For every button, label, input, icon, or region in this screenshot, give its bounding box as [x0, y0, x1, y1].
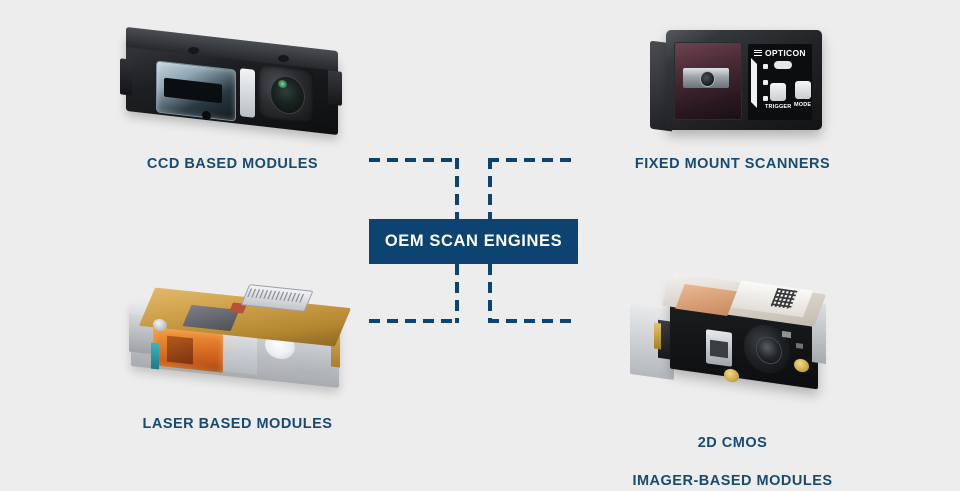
- cmos-imager-module-image: [628, 273, 838, 397]
- fixed-mount-scanner-image: OPTICON TRIGGER MODE: [650, 28, 830, 140]
- connector-bottom-right-horizontal: [488, 319, 578, 323]
- laser-module-image: [125, 284, 360, 395]
- fms-trigger-label: TRIGGER: [765, 104, 792, 110]
- connector-top-right-horizontal: [488, 158, 578, 162]
- ccd-sensor-dot: [202, 110, 211, 121]
- ccd-screw-right: [278, 55, 289, 62]
- opticon-brand-text: OPTICON: [765, 48, 806, 58]
- fms-trigger-button[interactable]: [770, 83, 786, 101]
- laser-teal-component: [151, 342, 159, 370]
- label-2d-cmos-line-2: IMAGER-BASED MODULES: [632, 473, 833, 489]
- ccd-mount-tab-right: [328, 70, 342, 106]
- oem-scan-engines-hub[interactable]: OEM SCAN ENGINES: [369, 219, 578, 264]
- connector-top-right-vertical: [488, 158, 492, 220]
- cmos-illumination-window: [710, 339, 728, 359]
- connector-bottom-left-horizontal: [369, 319, 459, 323]
- connector-bottom-left-vertical: [455, 264, 459, 323]
- label-laser-based-modules: LASER BASED MODULES: [142, 416, 333, 432]
- ccd-divider: [240, 68, 255, 118]
- laser-cavity-shadow: [167, 335, 193, 365]
- connector-bottom-right-vertical: [488, 264, 492, 323]
- opticon-logo-icon: [754, 49, 762, 57]
- fms-mode-label: MODE: [794, 102, 812, 108]
- connector-top-left-vertical: [455, 158, 459, 220]
- ccd-screw-left: [188, 47, 199, 54]
- fms-mode-button[interactable]: [795, 81, 811, 99]
- label-2d-cmos-line-1: 2D CMOS: [697, 435, 768, 451]
- fms-lens-icon: [700, 71, 715, 87]
- fms-status-led: [774, 61, 792, 69]
- connector-top-left-horizontal: [369, 158, 459, 162]
- ccd-mount-tab-left: [120, 58, 132, 96]
- hub-label: OEM SCAN ENGINES: [384, 232, 563, 250]
- label-fixed-mount-scanners: FIXED MOUNT SCANNERS: [634, 156, 831, 172]
- fms-brand-area: OPTICON: [754, 48, 808, 58]
- cmos-pcb-components: [780, 328, 814, 362]
- cmos-left-gold-contact: [654, 322, 661, 350]
- label-ccd-based-modules: CCD BASED MODULES: [146, 156, 319, 172]
- fms-dot-3: [763, 96, 768, 101]
- fms-dot-1: [763, 64, 768, 69]
- fms-dot-2: [763, 80, 768, 85]
- ccd-lens-glint: [278, 79, 287, 89]
- fms-indicator-bars: [751, 58, 768, 108]
- label-2d-cmos-imager-based-modules: 2D CMOS IMAGER-BASED MODULES: [600, 415, 865, 491]
- ccd-module-image: [118, 26, 348, 143]
- fms-bar-long: [751, 58, 757, 108]
